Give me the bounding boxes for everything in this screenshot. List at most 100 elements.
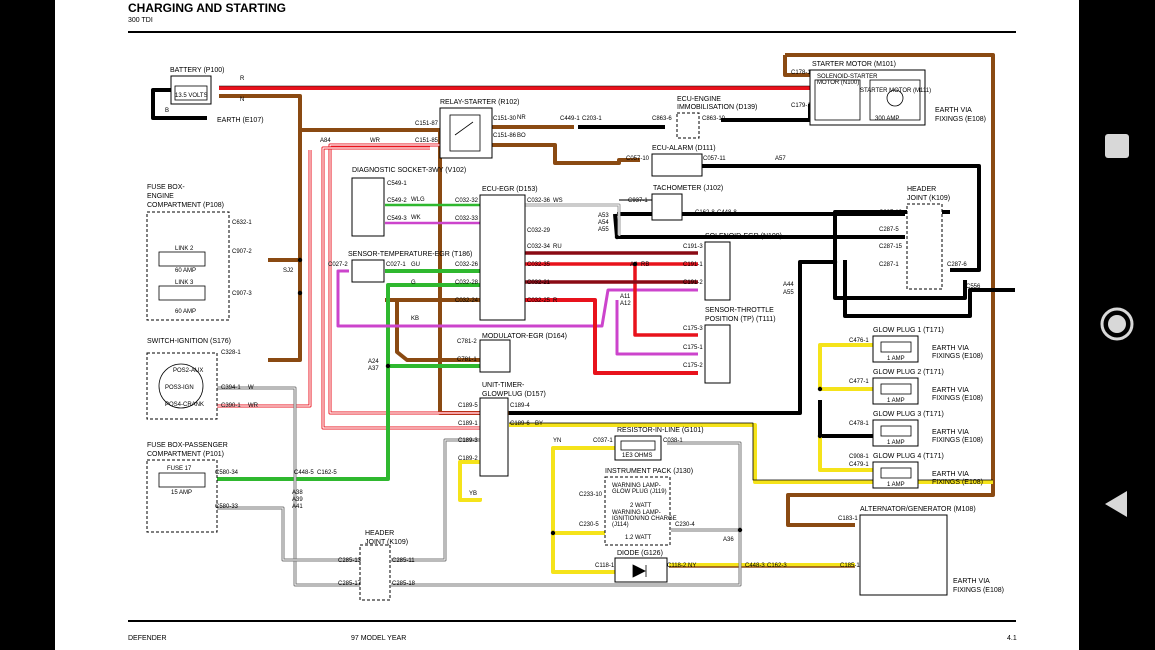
glow3-label: GLOW PLUG 3 (T171) xyxy=(873,411,944,418)
sensor-throttle-box xyxy=(704,324,731,384)
code-yn: YN xyxy=(553,438,561,444)
diode-label: DIODE (G126) xyxy=(617,550,663,557)
conn-c151-86: C151-86 xyxy=(493,133,517,139)
glow1-earth-1: EARTH VIA xyxy=(932,345,969,352)
modulator-label: MODULATOR-EGR (D164) xyxy=(482,333,567,340)
code-yb: YB xyxy=(469,491,477,497)
conn-c175-3: C175-3 xyxy=(683,326,703,332)
wiring-diagram-page: CHARGING AND STARTING 300 TDI DEFENDER 9… xyxy=(55,0,1079,650)
link3-amp: 60 AMP xyxy=(175,309,196,315)
ignition-switch-dial xyxy=(158,363,204,409)
conn-c175-1: C175-1 xyxy=(683,345,703,351)
warn-charge-1: WARNING LAMP- xyxy=(612,510,661,516)
glow4-amp: 1 AMP xyxy=(887,482,905,488)
pos4-label: POS4-CRANK xyxy=(165,402,204,408)
fuse17-amp: 15 AMP xyxy=(171,490,192,496)
junction-dots xyxy=(297,234,838,536)
earth-e107-label: EARTH (E107) xyxy=(217,117,264,124)
conn-c162-5: C162-5 xyxy=(317,470,337,476)
conn-c057-10: C057-10 xyxy=(626,156,650,162)
link2-fuse xyxy=(158,251,206,267)
header-joint-bottom-1: HEADER xyxy=(365,530,394,537)
glow1-earth-2: FIXINGS (E108) xyxy=(932,353,983,360)
conn-c580-34: C580-34 xyxy=(215,470,239,476)
conn-c287-15: C287-15 xyxy=(879,244,903,250)
sensor-throttle-1: SENSOR-THROTTLE xyxy=(705,307,774,314)
conn-c448-5: C448-5 xyxy=(294,470,314,476)
warn-glow-1: WARNING LAMP- xyxy=(612,483,661,489)
glow-4-element xyxy=(880,467,912,479)
instrument-pack-label: INSTRUMENT PACK (J130) xyxy=(605,468,693,475)
conn-c549-1: C549-1 xyxy=(387,181,407,187)
starter-motor-symbol xyxy=(886,89,904,107)
modulator-box xyxy=(479,339,511,373)
fuse-box-pass xyxy=(146,459,218,533)
relay-starter-label: RELAY-STARTER (R102) xyxy=(440,99,520,106)
conn-a4: A4 xyxy=(630,262,638,268)
header-rule xyxy=(128,31,1016,33)
page-subtitle: 300 TDI xyxy=(128,17,153,24)
starter-amp: 300 AMP xyxy=(875,116,899,122)
wire-pink-loop xyxy=(336,269,698,328)
header-joint-top-box xyxy=(906,203,943,290)
glow3-earth-2: FIXINGS (E108) xyxy=(932,437,983,444)
android-nav-bar xyxy=(1079,0,1155,650)
footer-year: 97 MODEL YEAR xyxy=(351,635,407,642)
wire-w-header-inner xyxy=(391,439,495,561)
ecu-immob-label-2: IMMOBILISATION (D139) xyxy=(677,104,757,111)
glow1-amp: 1 AMP xyxy=(887,356,905,362)
conn-c230-5: C230-5 xyxy=(579,522,599,528)
conn-c189-1: C189-1 xyxy=(458,421,478,427)
conn-c032-21: C032-21 xyxy=(527,280,551,286)
conn-c175-2: C175-2 xyxy=(683,363,703,369)
starter-motor-box xyxy=(809,69,926,126)
conn-c285-11: C285-11 xyxy=(392,558,415,564)
page-title: CHARGING AND STARTING xyxy=(128,1,286,15)
code-nr: NR xyxy=(517,115,526,121)
glow3-amp: 1 AMP xyxy=(887,440,905,446)
wire-w-switch xyxy=(215,386,360,587)
conn-c781-1: C781-1 xyxy=(457,357,477,363)
conn-c032-28: C032-28 xyxy=(455,280,479,286)
sensor-throttle-2: POSITION (TP) (T111) xyxy=(705,316,776,323)
conn-c191-2: C191-2 xyxy=(683,280,703,286)
conn-a53: A53 xyxy=(598,213,609,219)
wire-wr-switch-inner xyxy=(215,150,311,407)
instrument-pack-box xyxy=(604,476,671,546)
fuse-pass-1: FUSE BOX-PASSENGER xyxy=(147,442,228,449)
conn-c189-2: C189-2 xyxy=(458,456,478,462)
relay-inner xyxy=(449,114,481,152)
alt-earth-1: EARTH VIA xyxy=(953,578,990,585)
wire-r-throttle xyxy=(525,298,698,375)
wire-green-main xyxy=(215,283,480,481)
solenoid-egr-box xyxy=(704,241,731,301)
circle-icon[interactable] xyxy=(1099,306,1135,342)
back-triangle-icon[interactable] xyxy=(1099,486,1135,522)
fuse-engine-1: FUSE BOX- xyxy=(147,184,185,191)
glow2-label: GLOW PLUG 2 (T171) xyxy=(873,369,944,376)
fuse-engine-3: COMPARTMENT (P108) xyxy=(147,202,224,209)
square-icon[interactable] xyxy=(1099,128,1135,164)
ecu-immob-label-1: ECU-ENGINE xyxy=(677,96,721,103)
footer-model: DEFENDER xyxy=(128,635,167,642)
conn-c287-1: C287-1 xyxy=(879,262,899,268)
ecu-egr-label: ECU-EGR (D153) xyxy=(482,186,538,193)
conn-a41: A41 xyxy=(292,504,303,510)
conn-c189-5: C189-5 xyxy=(458,403,478,409)
code-r: R xyxy=(240,76,245,82)
glow4-label: GLOW PLUG 4 (T171) xyxy=(873,453,944,460)
conn-c189-3: C189-3 xyxy=(458,438,478,444)
code-by: BY xyxy=(535,421,543,427)
conn-c185-1: C185-1 xyxy=(840,563,860,569)
pos2-label: POS2-AUX xyxy=(173,368,203,374)
code-wk: WK xyxy=(411,215,421,221)
wire-black-alarm-header xyxy=(701,164,981,272)
conn-c287-5: C287-5 xyxy=(879,227,899,233)
conn-c183-1: C183-1 xyxy=(838,516,858,522)
conn-c448-8: C448-8 xyxy=(717,210,737,216)
code-kb: KB xyxy=(411,316,419,322)
wire-yellow-glow4 xyxy=(818,436,873,472)
schematic: BATTERY (P100) 13.5 VOLTS EARTH (E107) R… xyxy=(146,53,1015,601)
code-g: G xyxy=(411,280,416,286)
battery-value: 13.5 VOLTS xyxy=(175,93,208,99)
